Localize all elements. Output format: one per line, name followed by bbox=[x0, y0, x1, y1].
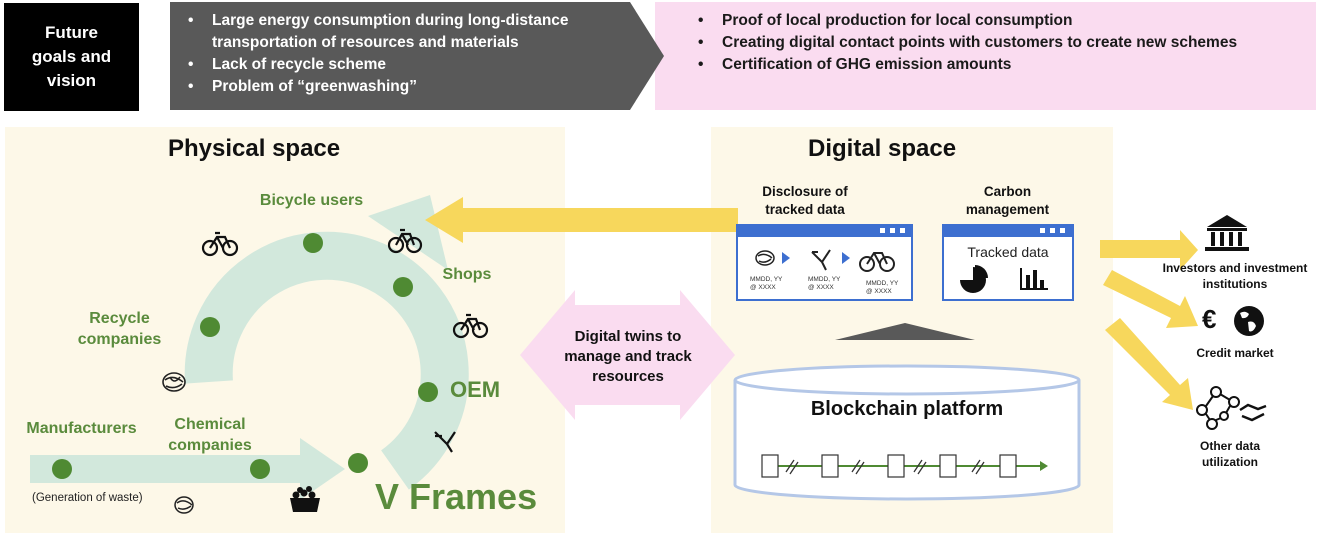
problem-item: Problem of “greenwashing” bbox=[180, 76, 650, 98]
card-place: @ XXXX bbox=[750, 284, 776, 291]
bicycle-icons bbox=[201, 228, 489, 339]
card-date: MMDD, YY bbox=[808, 276, 841, 283]
bicycle-icon bbox=[387, 228, 423, 254]
solution-item: Proof of local production for local cons… bbox=[690, 10, 1310, 32]
digital-twins-label: Digital twins to manage and track resour… bbox=[564, 328, 692, 385]
carbon-window bbox=[942, 224, 1074, 301]
physical-space-title: Physical space bbox=[168, 135, 341, 162]
card-meta-3: MMDD, YY @ XXXX bbox=[866, 280, 898, 296]
carbon-label: Carbon management bbox=[965, 184, 1050, 217]
euro-symbol: € bbox=[1202, 304, 1217, 334]
blockchain-chain bbox=[761, 454, 1048, 478]
waste-icon bbox=[162, 372, 186, 392]
card-date: MMDD, YY bbox=[750, 276, 783, 283]
label-bicycle-users: Bicycle users bbox=[259, 192, 364, 209]
digital-space-title: Digital space bbox=[808, 135, 957, 162]
card-arrow-1 bbox=[782, 252, 790, 264]
label-waste-note: (Generation of waste) bbox=[32, 492, 143, 504]
card-meta-1: MMDD, YY @ XXXX bbox=[750, 276, 782, 292]
node-frames bbox=[348, 453, 368, 473]
label-credit-market: Credit market bbox=[1196, 346, 1274, 360]
bicycle-card-icon bbox=[859, 252, 895, 272]
label-shops: Shops bbox=[442, 266, 492, 283]
node-shops bbox=[393, 277, 413, 297]
goal-line: goals and bbox=[31, 47, 112, 66]
goal-line: Future bbox=[45, 23, 98, 42]
blockchain-label: Blockchain platform bbox=[810, 398, 1004, 420]
globe-icon bbox=[1234, 306, 1264, 336]
card-date: MMDD, YY bbox=[866, 280, 899, 287]
solution-item: Certification of GHG emission amounts bbox=[690, 54, 1310, 76]
resource-loop bbox=[184, 195, 469, 490]
tracked-data-text: Tracked data bbox=[967, 244, 1049, 260]
solution-item: Creating digital contact points with cus… bbox=[690, 32, 1310, 54]
waste-card-icon bbox=[755, 250, 775, 266]
node-oem bbox=[418, 382, 438, 402]
platform-triangle bbox=[835, 323, 975, 340]
problem-item: Lack of recycle scheme bbox=[180, 54, 650, 76]
label-investors: Investors and investment institutions bbox=[1162, 261, 1308, 291]
future-goals-box: Future goals and vision bbox=[4, 3, 139, 111]
digital-twin-arrow bbox=[520, 290, 735, 420]
label-manufacturers: Manufacturers bbox=[26, 420, 137, 437]
card-arrow-2 bbox=[842, 252, 850, 264]
frame-icon bbox=[434, 431, 456, 453]
node-recycle bbox=[200, 317, 220, 337]
disclosure-label: Disclosure of tracked data bbox=[762, 184, 848, 217]
problem-item: Large energy consumption during long-dis… bbox=[180, 10, 650, 54]
problem-list: Large energy consumption during long-dis… bbox=[180, 10, 650, 98]
label-chemical-companies: Chemical companies bbox=[168, 416, 252, 454]
label-oem: OEM bbox=[450, 377, 501, 402]
card-place: @ XXXX bbox=[866, 288, 892, 295]
label-other-data: Other data utilization bbox=[1199, 439, 1260, 469]
solution-list: Proof of local production for local cons… bbox=[690, 10, 1310, 76]
bicycle-icon bbox=[201, 231, 239, 257]
bar-chart-icon bbox=[1020, 268, 1048, 290]
bank-icon bbox=[1205, 215, 1249, 251]
card-place: @ XXXX bbox=[808, 284, 834, 291]
network-icon bbox=[1196, 386, 1267, 430]
node-chemical bbox=[250, 459, 270, 479]
loop-nodes bbox=[52, 233, 438, 479]
label-recycle-companies: Recycle companies bbox=[77, 310, 162, 348]
blockchain-cylinder bbox=[733, 364, 1081, 501]
brand-v-frames: V Frames bbox=[375, 476, 538, 517]
card-meta-2: MMDD, YY @ XXXX bbox=[808, 276, 840, 292]
node-manufacturers bbox=[52, 459, 72, 479]
output-arrows bbox=[1100, 230, 1198, 410]
material-basket-icon bbox=[290, 486, 320, 512]
frame-card-icon bbox=[811, 249, 831, 271]
pie-chart-icon bbox=[960, 265, 988, 293]
disclosure-arrow bbox=[425, 197, 738, 243]
goal-line: vision bbox=[46, 71, 97, 90]
waste-icon-small bbox=[174, 496, 194, 514]
bicycle-icon bbox=[452, 313, 489, 339]
disclosure-window bbox=[736, 224, 913, 301]
node-bicycle-users bbox=[303, 233, 323, 253]
